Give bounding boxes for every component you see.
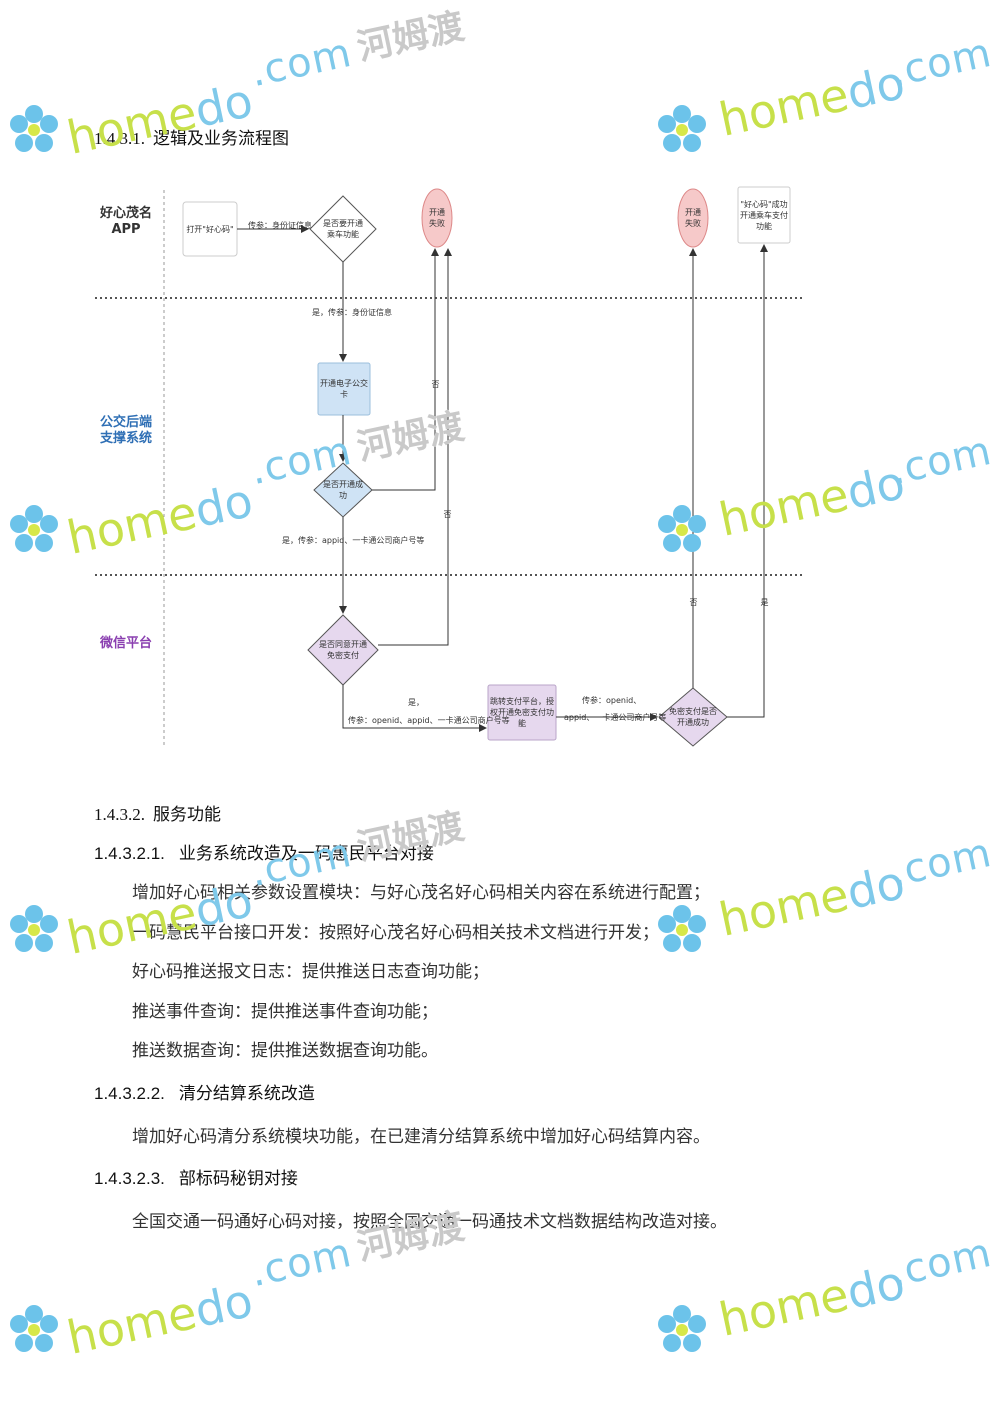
lane-label-app: 好心茂名 APP <box>96 206 156 238</box>
section-number: 1.4.3.1. <box>94 129 145 148</box>
flower-logo-icon <box>658 905 706 952</box>
paragraph-line: 增加好心码相关参数设置模块：与好心茂名好心码相关内容在系统进行配置； <box>132 883 710 903</box>
node-agree: 是否同意开通免密支付 <box>319 640 367 660</box>
section-number: 1.4.3.2.1. <box>94 844 165 863</box>
section-number: 1.4.3.2.3. <box>94 1169 165 1188</box>
edge-label-no3: 否 <box>689 598 698 606</box>
watermark-home: homedo <box>714 55 910 147</box>
paragraph-line: 一码慧民平台接口开发：按照好心茂名好心码相关技术文档进行开发； <box>132 923 659 943</box>
watermark-com: .com <box>246 29 356 97</box>
section-heading-1-4-3-1: 1.4.3.1. 逻辑及业务流程图 <box>94 124 289 149</box>
section-number: 1.4.3.2. <box>94 805 145 824</box>
business-flowchart: 好心茂名 APP 公交后端 支撑系统 微信平台 打开"好心码" 是否要开通乘车功… <box>90 180 810 750</box>
section-title: 清分结算系统改造 <box>178 1084 315 1104</box>
watermark-com: .com <box>246 1229 356 1297</box>
lane-label-line: 微信平台 <box>99 636 152 651</box>
section-heading-1-4-3-2-2: 1.4.3.2.2. 清分结算系统改造 <box>94 1079 315 1104</box>
paragraph-line: 推送数据查询：提供推送数据查询功能。 <box>132 1041 438 1061</box>
section-title: 业务系统改造及一码惠民平台对接 <box>178 844 434 864</box>
watermark-home: homedo <box>62 73 258 165</box>
edge-label-pass3-b: appid、一卡通公司商户号等 <box>564 713 667 722</box>
lane-label-backend: 公交后端 支撑系统 <box>96 415 156 447</box>
section-title: 逻辑及业务流程图 <box>153 129 289 149</box>
jump-pay-box <box>487 684 557 741</box>
watermark-com: .com <box>886 829 992 897</box>
node-jump-pay: 跳转支付平台，授权开通免密支付功能 <box>490 697 554 728</box>
lane-label-line: 好心茂名 <box>99 206 152 221</box>
node-fail1: 开通失败 <box>429 208 445 228</box>
node-need-open: 是否要开通乘车功能 <box>323 219 363 239</box>
node-success: "好心码"成功开通乘车支付功能 <box>740 199 788 231</box>
section-title: 部标码秘钥对接 <box>178 1169 298 1189</box>
fail2-circle <box>677 188 709 248</box>
edge-label-pass3-a: 传参：openid、 <box>582 696 642 705</box>
watermark-home: homedo <box>62 1273 258 1365</box>
open-card-box <box>317 362 371 416</box>
edge-label-yes3-a: 是， <box>408 698 424 707</box>
flower-logo-icon <box>10 905 58 952</box>
lane-label-line: APP <box>111 222 141 237</box>
flower-logo-icon <box>10 105 58 152</box>
paragraph-line: 全国交通一码通好心码对接，按照全国交通一码通技术文档数据结构改造对接。 <box>132 1212 727 1232</box>
node-fail2: 开通失败 <box>685 208 701 228</box>
section-title: 服务功能 <box>153 805 221 825</box>
lane-label-line: 公交后端 <box>99 415 152 430</box>
edge-label-no1: 否 <box>431 380 440 388</box>
node-open-ok: 是否开通成功 <box>323 480 363 500</box>
lane-label-wechat: 微信平台 <box>96 636 156 652</box>
fail1-circle <box>421 188 453 248</box>
paragraph-line: 增加好心码清分系统模块功能，在已建清分结算系统中增加好心码结算内容。 <box>132 1127 710 1147</box>
edge-label-no2: 否 <box>443 510 452 518</box>
flower-logo-icon <box>658 105 706 152</box>
pay-ok-diamond <box>658 687 728 747</box>
watermark-com: .com <box>886 29 992 97</box>
node-open-card: 开通电子公交卡 <box>320 379 368 399</box>
flower-logo-icon <box>658 1305 706 1352</box>
success-box <box>737 186 791 244</box>
flower-logo-icon <box>10 1305 58 1352</box>
node-open-app: 打开"好心码" <box>186 224 234 234</box>
edge-label-yes2: 是，传参：appid、一卡通公司商户号等 <box>282 536 425 545</box>
edge-label-yes1: 是，传参：身份证信息 <box>312 308 392 317</box>
flowchart-canvas <box>95 186 805 747</box>
flower-logo-icon <box>10 505 58 552</box>
edge-label-yes4: 是 <box>760 598 769 606</box>
watermark-home: homedo <box>714 855 910 947</box>
section-number: 1.4.3.2.2. <box>94 1084 165 1103</box>
section-heading-1-4-3-2-3: 1.4.3.2.3. 部标码秘钥对接 <box>94 1164 298 1189</box>
watermark-com: .com <box>886 1229 992 1297</box>
paragraph-line: 推送事件查询：提供推送事件查询功能； <box>132 1002 438 1022</box>
edge-label-pass1: 传参：身份证信息 <box>248 221 312 230</box>
section-heading-1-4-3-2: 1.4.3.2. 服务功能 <box>94 800 221 825</box>
section-heading-1-4-3-2-1: 1.4.3.2.1. 业务系统改造及一码惠民平台对接 <box>94 839 434 864</box>
watermark-com: .com <box>886 427 992 495</box>
watermark-cn: 河姆渡 <box>353 6 468 69</box>
node-pay-ok: 免密支付是否开通成功 <box>669 707 717 727</box>
lane-label-line: 支撑系统 <box>99 431 152 446</box>
watermark-home: homedo <box>714 1255 910 1347</box>
paragraph-line: 好心码推送报文日志：提供推送日志查询功能； <box>132 962 489 982</box>
edge-label-yes3-b: 传参：openid、appid、一卡通公司商户号等 <box>348 716 510 725</box>
